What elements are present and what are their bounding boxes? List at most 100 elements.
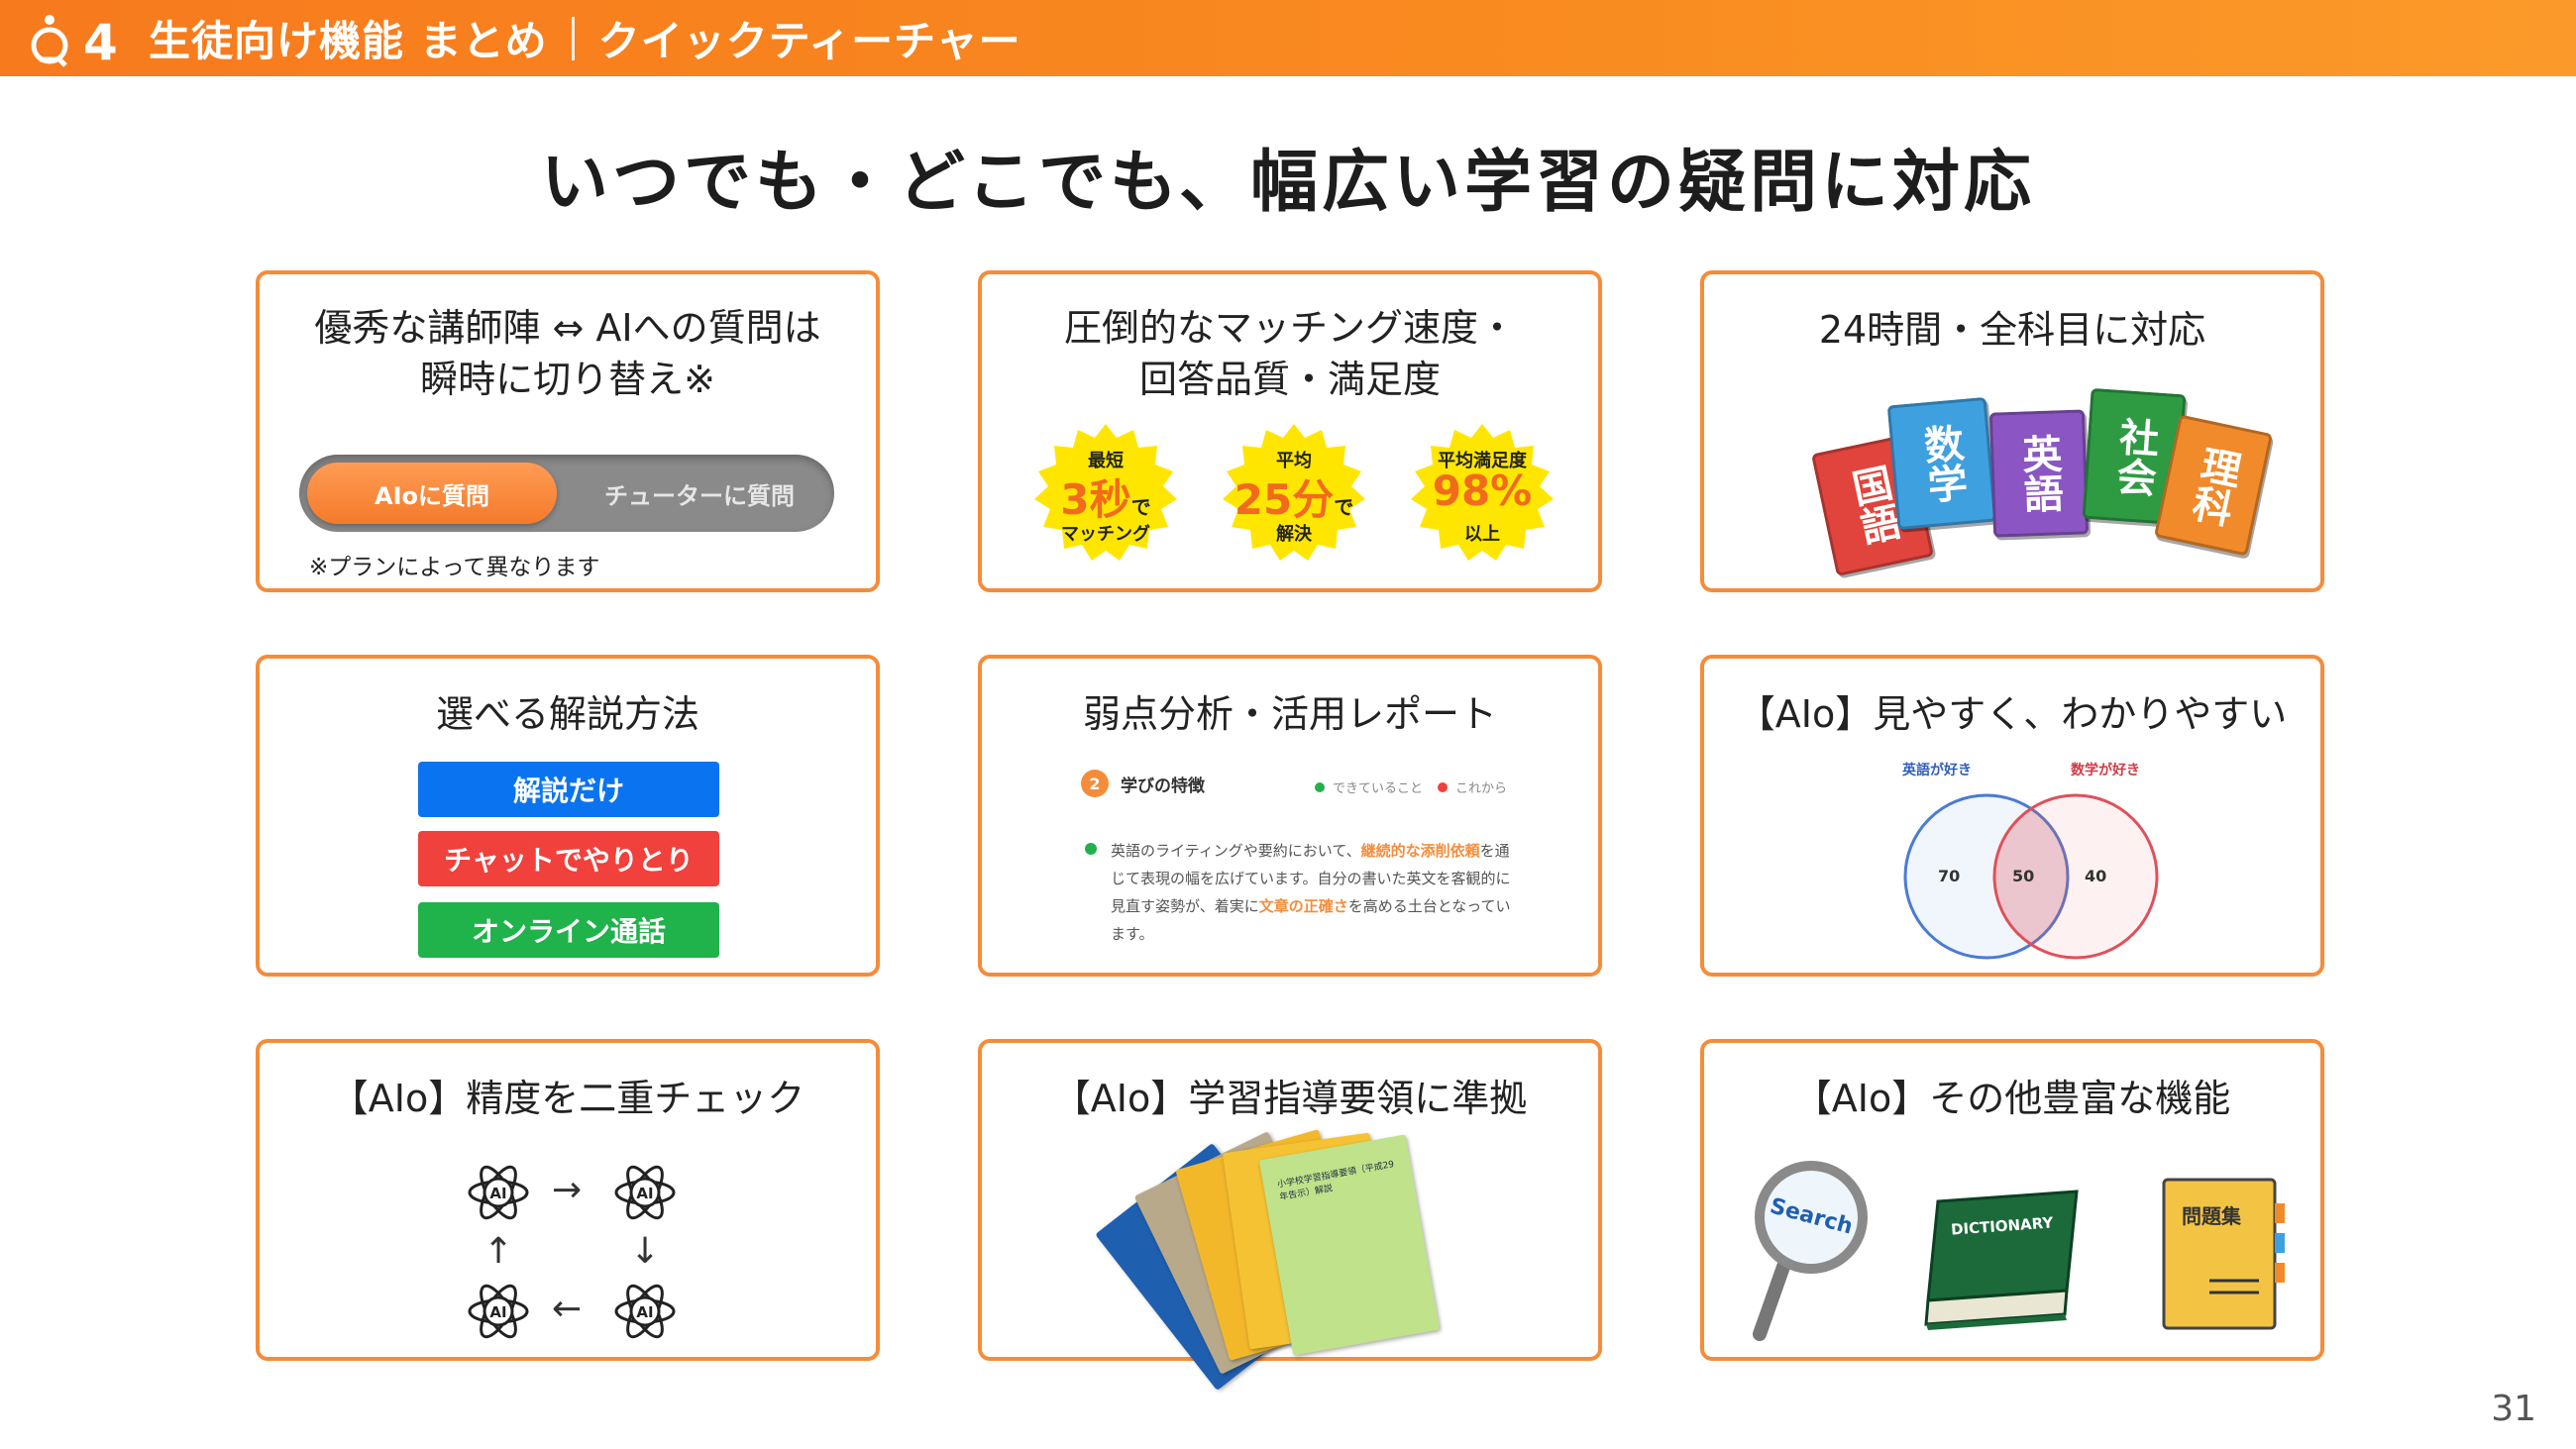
card-matching-title-line1: 圧倒的なマッチング速度・	[1063, 306, 1516, 350]
svg-text:AI: AI	[636, 1185, 653, 1202]
chat-exchange-button[interactable]: チャットでやりとり	[418, 831, 719, 886]
badge-resolution-num: 25分	[1234, 475, 1335, 524]
book-math-label: 数学	[1915, 422, 1969, 505]
search-magnifier-icon: Search	[1753, 1161, 1868, 1341]
header-separator	[571, 16, 575, 60]
question-mode-toggle[interactable]: AIoに質問 チューターに質問	[299, 455, 834, 532]
badge-satisfaction-num: 98%	[1432, 466, 1533, 515]
book-english-label: 英語	[2014, 433, 2064, 514]
book-social-label: 社会	[2108, 415, 2160, 498]
page-title: いつでも・どこでも、幅広い学習の疑問に対応	[541, 144, 2035, 222]
arrow-down-icon: ↓	[630, 1231, 661, 1272]
legend-red-dot	[1438, 781, 1448, 792]
card-allday-title: 24時間・全科目に対応	[1818, 308, 2206, 352]
report-section-title: 学びの特徴	[1121, 776, 1205, 796]
header-subtitle: クイックティーチャー	[597, 17, 1021, 65]
arrow-left-icon: ←	[552, 1289, 583, 1329]
report-body-1: 英語のライティングや要約において、	[1111, 842, 1361, 860]
card-guidelines-title: 【AIo】学習指導要領に準拠	[1052, 1077, 1528, 1120]
card-teacher-ai: 優秀な講師陣 ⇔ AIへの質問は 瞬時に切り替え※ AIoに質問 チューターに質…	[256, 270, 880, 592]
badge-matching-value: 3秒で	[1031, 466, 1180, 527]
report-highlight-2: 文章の正確さ	[1258, 897, 1348, 915]
card-teacher-ai-title-line1: 優秀な講師陣 ⇔ AIへの質問は	[314, 306, 821, 350]
online-call-button[interactable]: オンライン通話	[418, 902, 719, 958]
card-venn-title: 【AIo】見やすく、わかりやすい	[1737, 692, 2288, 736]
card-explanation-title: 選べる解説方法	[435, 692, 699, 736]
report-section-header: 2 学びの特徴	[1081, 770, 1205, 797]
svg-text:AI: AI	[489, 1185, 506, 1202]
starburst-icon	[1411, 424, 1554, 561]
arrow-right-icon: →	[552, 1170, 583, 1210]
header-title: 生徒向け機能 まとめ クイックティーチャー	[149, 0, 1021, 76]
card-other-title: 【AIo】その他豊富な機能	[1793, 1077, 2231, 1120]
card-precision: 【AIo】精度を二重チェック AI AI AI AI → ↓ ← ↑	[256, 1039, 880, 1361]
venn-overlap	[1993, 808, 2069, 945]
report-body-2: を通じて表現の幅を広げています。自分の書いた英文を客観的に見直す姿勢が、着実に	[1111, 842, 1511, 915]
report-highlight-1: 継続的な添削依頼	[1360, 842, 1480, 860]
plan-footnote: ※プランによって異なります	[309, 555, 600, 580]
report-body-3: を高める土台となっています。	[1111, 897, 1511, 943]
card-matching: 圧倒的なマッチング速度・ 回答品質・満足度 最短 3秒で マッチング 平均 25…	[978, 270, 1602, 592]
card-report-title: 弱点分析・活用レポート	[1082, 692, 1497, 736]
badge-resolution-value: 25分で	[1220, 466, 1368, 527]
arrow-up-icon: ↑	[483, 1231, 514, 1272]
svg-text:4: 4	[83, 14, 118, 69]
toggle-tutor-question[interactable]: チューターに質問	[604, 481, 795, 510]
header-main-title: 生徒向け機能 まとめ	[149, 17, 548, 65]
book-math: 数学	[1886, 396, 1997, 531]
venn-right-value: 40	[2085, 867, 2107, 885]
svg-text:AI: AI	[489, 1303, 506, 1321]
svg-text:AI: AI	[636, 1303, 653, 1321]
badge-matching-suffix: で	[1130, 495, 1151, 519]
card-other: 【AIo】その他豊富な機能 Search DICTIONARY 問題集	[1700, 1039, 2324, 1361]
book-english: 英語	[1988, 409, 2090, 538]
header-bar: 4 生徒向け機能 まとめ クイックティーチャー	[0, 0, 2576, 76]
card-guidelines: 【AIo】学習指導要領に準拠 小学校学習指導要領（平成29年告示）解説	[978, 1039, 1602, 1391]
venn-right-circle	[1992, 793, 2159, 960]
venn-right-label: 数学が好き	[2071, 763, 2140, 778]
venn-left-value: 70	[1938, 867, 1961, 885]
badge-resolution-top: 平均	[1276, 451, 1312, 471]
toggle-aio-question[interactable]: AIoに質問	[307, 463, 557, 524]
card-teacher-ai-title-line2: 瞬時に切り替え※	[420, 358, 715, 401]
card-venn: 【AIo】見やすく、わかりやすい 英語が好き 数学が好き 70 50 40	[1700, 655, 2324, 977]
legend-next-label: これから	[1455, 781, 1508, 796]
card-allday: 24時間・全科目に対応 国語 数学 英語 社会 理科	[1700, 270, 2324, 592]
badge-resolution-time: 平均 25分で 解決	[1220, 421, 1368, 569]
badge-satisfaction: 平均満足度 98% 以上	[1408, 421, 1556, 569]
badge-satisfaction-bottom: 以上	[1464, 524, 1500, 545]
venn-left-label: 英語が好き	[1902, 763, 1972, 778]
report-body: 英語のライティングや要約において、継続的な添削依頼を通じて表現の幅を広げています…	[1111, 837, 1517, 948]
venn-diagram	[1903, 793, 2159, 960]
card-matching-title-line2: 回答品質・満足度	[1138, 358, 1441, 401]
venn-left-circle	[1903, 793, 2070, 960]
dictionary-icon: DICTIONARY	[1924, 1190, 2079, 1330]
badge-resolution-suffix: で	[1334, 495, 1354, 519]
ai-atom-icon: AI	[614, 1284, 676, 1339]
badge-matching-bottom: マッチング	[1061, 524, 1150, 545]
venn-overlap-value: 50	[2012, 867, 2035, 885]
badge-matching-num: 3秒	[1060, 475, 1131, 524]
guideline-book-label: 小学校学習指導要領（平成29年告示）解説	[1276, 1160, 1395, 1203]
starburst-icon	[1223, 424, 1365, 561]
explanation-only-button[interactable]: 解説だけ	[418, 762, 719, 817]
card-precision-title: 【AIo】精度を二重チェック	[330, 1077, 805, 1120]
workbook-icon: 問題集	[2162, 1178, 2285, 1330]
quick-teacher-logo-icon: 4	[31, 14, 118, 69]
card-explanation: 選べる解説方法 解説だけ チャットでやりとり オンライン通話	[256, 655, 880, 977]
book-science-label: 理科	[2183, 442, 2244, 529]
ai-atom-icon: AI	[468, 1165, 529, 1220]
badge-resolution-bottom: 解決	[1276, 524, 1312, 545]
badge-matching-speed: 最短 3秒で マッチング	[1031, 421, 1180, 569]
legend-green-dot	[1315, 781, 1325, 792]
report-section-number: 2	[1081, 770, 1109, 797]
report-bullet	[1085, 843, 1097, 855]
ai-atom-icon: AI	[614, 1165, 676, 1220]
page-number: 31	[2491, 1389, 2536, 1429]
svg-text:問題集: 問題集	[2182, 1204, 2242, 1228]
card-report: 弱点分析・活用レポート 2 学びの特徴 できていること これから 英語のライティ…	[978, 655, 1602, 977]
badge-matching-top: 最短	[1088, 451, 1124, 471]
legend-can-do: できていること	[1315, 777, 1423, 796]
starburst-icon	[1034, 424, 1177, 561]
legend-can-do-label: できていること	[1333, 781, 1424, 796]
